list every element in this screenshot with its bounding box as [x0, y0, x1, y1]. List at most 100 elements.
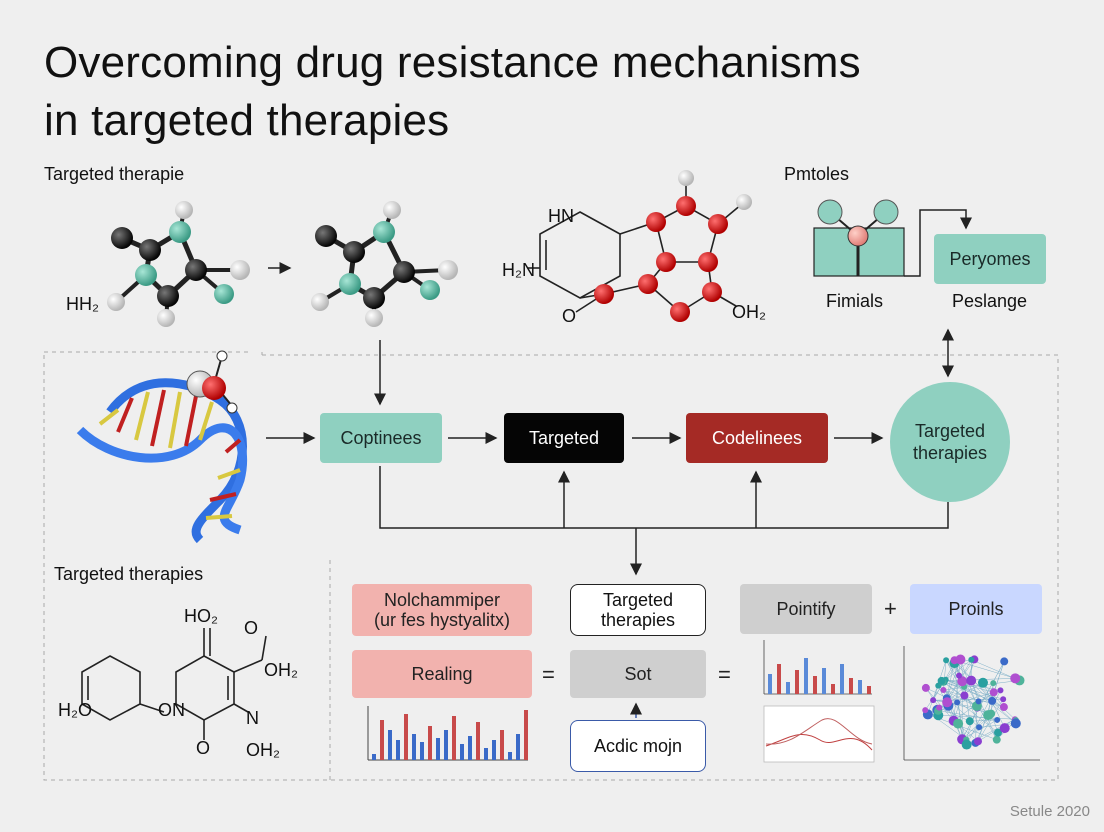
mini-bar-chart-2: [763, 640, 872, 695]
network-node: [994, 716, 1001, 723]
mini-bar: [428, 726, 432, 760]
network-edge: [979, 723, 1016, 728]
mini-bar: [508, 752, 512, 760]
mini-bar: [777, 664, 781, 694]
mini-bar: [795, 670, 799, 694]
circle-line-1: Targeted: [914, 421, 986, 441]
box-pointify: Pointify: [740, 584, 872, 634]
ring-atoms: [594, 170, 752, 322]
network-node: [943, 657, 950, 664]
network-node: [977, 677, 988, 688]
mini-bar: [396, 740, 400, 760]
nolch-line-1: Nolchammiper: [383, 590, 501, 610]
network-node: [966, 675, 977, 686]
mini-bar: [388, 730, 392, 760]
mini-bar: [436, 738, 440, 760]
page-title: Overcoming drug resistance mechanisms in…: [44, 34, 1044, 150]
network-node: [965, 717, 974, 726]
outer-dashed-frame: [43, 351, 1059, 781]
network-node: [942, 697, 953, 708]
molecule1-hh2-label: HH₂: [66, 294, 99, 314]
network-node: [968, 656, 975, 663]
water-molecule-icon: [186, 350, 238, 414]
box-targeted: Targeted: [504, 413, 624, 463]
network-edge: [925, 687, 954, 721]
top-left-label: Targeted therapie: [44, 164, 185, 184]
network-node: [1000, 696, 1007, 703]
ring-o-label: O: [562, 306, 576, 326]
network-edge: [969, 719, 998, 722]
network-node: [999, 723, 1010, 734]
mini-bar: [372, 754, 376, 760]
bmol-n-label: N: [246, 708, 259, 728]
bmol-h2o-label: H₂O: [58, 700, 92, 720]
network-node: [936, 704, 943, 711]
network-node: [988, 696, 997, 705]
mini-bar: [813, 676, 817, 694]
network-node: [1010, 673, 1021, 684]
network-node: [1010, 718, 1021, 729]
mini-bar: [831, 684, 835, 694]
fimials-label: Fimials: [826, 291, 883, 311]
box-acdic-mojn: Acdic mojn: [570, 720, 706, 772]
network-edge: [945, 660, 1016, 724]
bmol-oh2b-label: OH₂: [246, 740, 280, 760]
box-coptinees: Coptinees: [320, 413, 442, 463]
receptor-icon: [813, 199, 905, 277]
network-edge: [941, 680, 978, 708]
network-node: [976, 724, 983, 731]
mini-bar: [484, 748, 488, 760]
mini-line-chart: [763, 705, 875, 763]
mini-bar: [840, 664, 844, 694]
box-proinls: Proinls: [910, 584, 1042, 634]
dna-helix-icon: [76, 378, 248, 544]
mini-bar: [444, 730, 448, 760]
peslange-label: Peslange: [952, 291, 1028, 311]
molecule-icon-1: [107, 201, 250, 327]
network-node: [960, 691, 969, 700]
network-node: [955, 654, 966, 665]
bottom-molecule-icon: [81, 628, 267, 740]
bmol-oh2a-label: OH₂: [264, 660, 298, 680]
molecule-icon-2: [311, 201, 458, 327]
network-edge: [954, 659, 1016, 679]
network-node: [997, 687, 1004, 694]
network-node: [922, 707, 929, 714]
mini-bar: [786, 682, 790, 694]
mini-bar: [858, 680, 862, 694]
network-edge: [970, 680, 997, 740]
mini-bar: [492, 740, 496, 760]
mini-bar: [420, 742, 424, 760]
box-realing: Realing: [352, 650, 532, 698]
circle-targeted-therapies: Targeted therapies: [890, 382, 1010, 502]
mini-bar: [468, 736, 472, 760]
footer-credit: Setule 2020: [1009, 803, 1090, 820]
mini-bar: [524, 710, 528, 760]
box-targeted-therapies: Targeted therapies: [570, 584, 706, 636]
network-node: [953, 718, 964, 729]
mini-bar-chart-1: [367, 706, 528, 761]
lower-targeted-line-2: therapies: [600, 610, 676, 630]
bmol-on-label: ON: [158, 700, 185, 720]
equals-operator-1: =: [542, 662, 555, 687]
mini-bar: [476, 722, 480, 760]
mini-bar: [516, 734, 520, 760]
network-edge: [960, 659, 971, 722]
network-node: [957, 676, 968, 687]
network-node: [992, 735, 1001, 744]
network-node: [975, 698, 982, 705]
ring-h2n-label: H₂N: [502, 260, 535, 280]
mini-bar: [460, 744, 464, 760]
feedback-bracket: [379, 466, 949, 529]
mini-bar: [867, 686, 871, 694]
mini-bar: [849, 678, 853, 694]
network-edge: [961, 714, 989, 740]
network-edge: [925, 687, 958, 703]
network-node: [940, 686, 947, 693]
network-edge: [961, 661, 1005, 740]
network-node: [994, 728, 1003, 737]
mini-bar: [804, 658, 808, 694]
network-edge: [942, 681, 1004, 700]
network-node: [989, 688, 998, 697]
